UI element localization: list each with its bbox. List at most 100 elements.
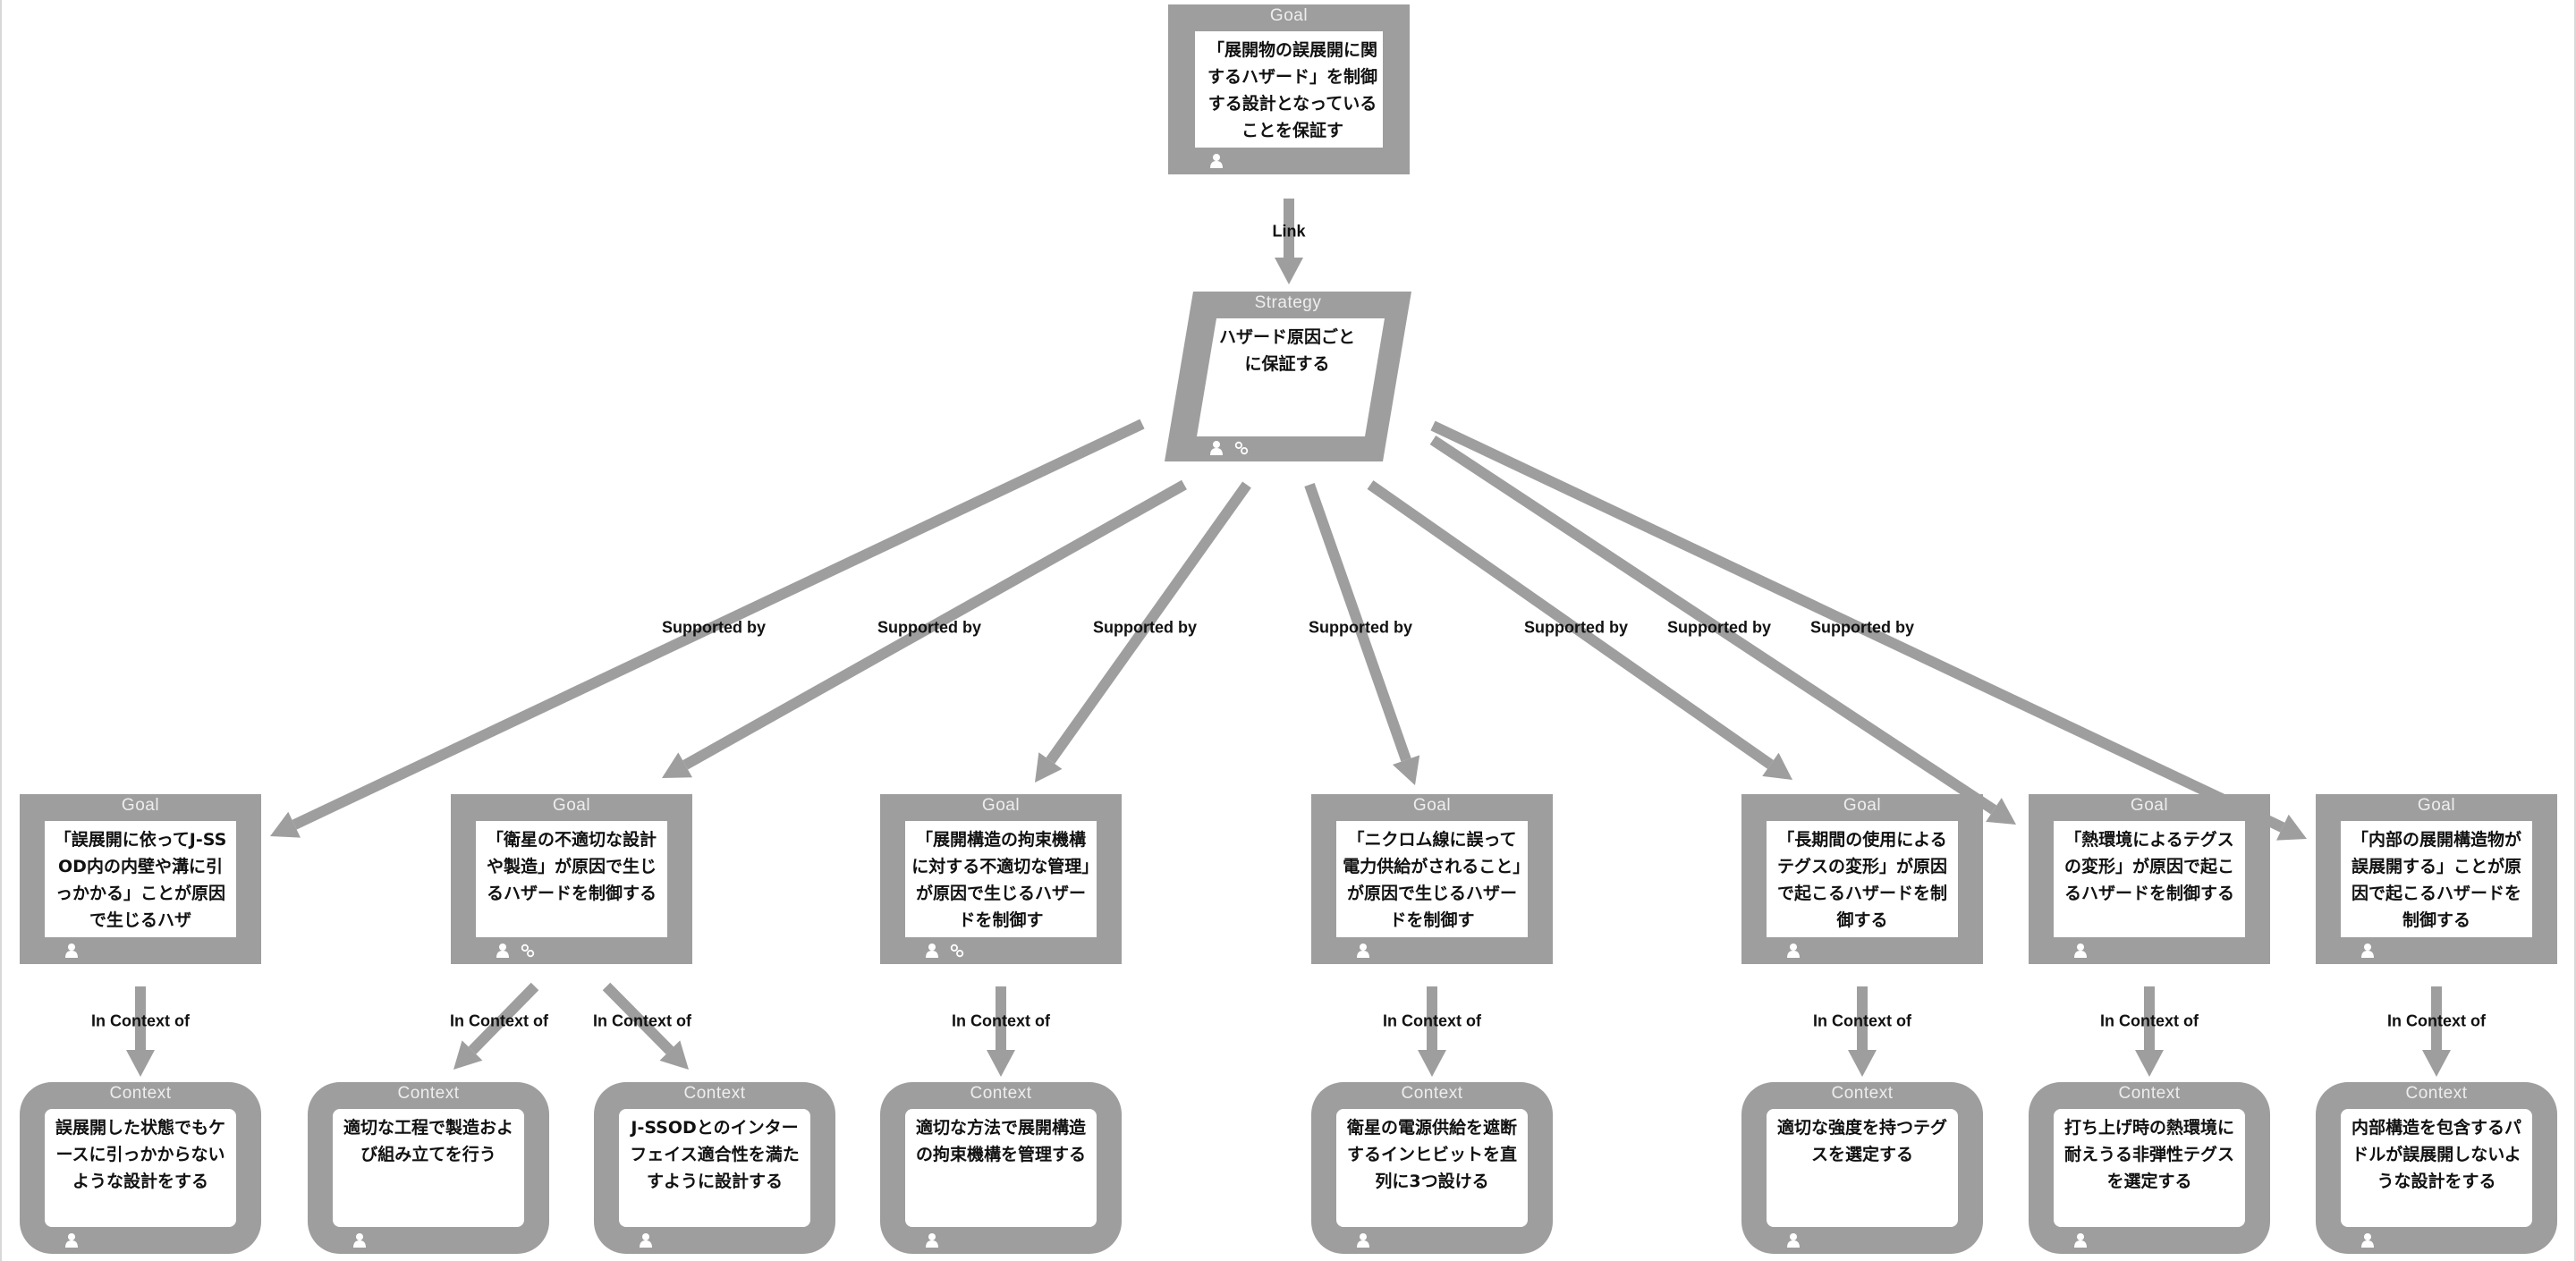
context-node[interactable]: Context 適切な工程で製造および組み立てを行う <box>308 1082 549 1254</box>
node-icons <box>925 1232 939 1248</box>
in-context-of-edge <box>987 986 1015 1077</box>
node-text: J-SSODとのインターフェイス適合性を満たすように設計する <box>619 1109 810 1227</box>
link-icon <box>1234 441 1249 455</box>
node-type-label: Goal <box>2130 796 2169 815</box>
node-type-label: Goal <box>552 796 591 815</box>
in-context-of-edge <box>2422 986 2451 1077</box>
goal-node[interactable]: Goal 「展開構造の拘束機構に対する不適切な管理」が原因で生じるハザードを制御… <box>880 794 1122 964</box>
edge-line <box>1304 483 1411 762</box>
context-node[interactable]: Context J-SSODとのインターフェイス適合性を満たすように設計する <box>594 1082 835 1254</box>
supported-by-edge <box>1429 435 2016 825</box>
user-icon <box>65 944 78 958</box>
user-icon <box>926 1233 938 1248</box>
edge-line <box>468 982 539 1054</box>
supported-by-label: Supported by <box>1810 618 1914 637</box>
node-type-label: Goal <box>981 796 1021 815</box>
supported-by-edge <box>270 419 1145 838</box>
in-context-of-edge <box>1848 986 1877 1077</box>
node-text: 「熱環境によるテグスの変形」が原因で起こるハザードを制御する <box>2054 821 2245 937</box>
node-type-label: Goal <box>121 796 160 815</box>
node-icons <box>1356 1232 1370 1248</box>
goal-node[interactable]: Goal 「衛星の不適切な設計や製造」が原因で生じるハザードを制御する <box>451 794 692 964</box>
strategy-node[interactable]: Strategy ハザード原因ごとに保証する <box>1165 292 1411 461</box>
node-icons <box>1209 440 1249 456</box>
node-icons <box>639 1232 653 1248</box>
context-node[interactable]: Context 誤展開した状態でもケースに引っかからないような設計をする <box>20 1082 261 1254</box>
node-type-label: Strategy <box>1254 293 1322 312</box>
node-icons <box>2360 943 2375 959</box>
node-type-label: Goal <box>1843 796 1882 815</box>
in-context-of-label: In Context of <box>1383 1011 1481 1030</box>
user-icon <box>640 1233 652 1248</box>
arrowhead <box>2422 1050 2451 1077</box>
link-edge-label: Link <box>1272 222 1306 241</box>
parallelogram-shape <box>1165 292 1411 461</box>
supported-by-edge <box>662 479 1187 778</box>
node-text: 衛星の電源供給を遮断するインヒビットを直列に3つ設ける <box>1336 1109 1528 1227</box>
link-icon <box>521 944 535 958</box>
in-context-of-label: In Context of <box>593 1011 691 1030</box>
supported-by-edge <box>1304 483 1420 785</box>
top-goal-node[interactable]: Goal 「展開物の誤展開に関するハザード」を制御する設計となっていることを保証… <box>1168 4 1410 174</box>
in-context-of-edge <box>1418 986 1446 1077</box>
user-icon <box>1210 441 1223 455</box>
node-type-label: Context <box>1831 1084 1894 1103</box>
node-icons <box>1209 153 1224 169</box>
node-type-label: Context <box>2405 1084 2468 1103</box>
node-icons <box>496 943 535 959</box>
supported-by-edge <box>1367 480 1792 780</box>
goal-node[interactable]: Goal 「内部の展開構造物が誤展開する」ことが原因で起こるハザードを制御する <box>2316 794 2557 964</box>
context-node[interactable]: Context 適切な方法で展開構造の拘束機構を管理する <box>880 1082 1122 1254</box>
node-icons <box>1786 1232 1801 1248</box>
node-icons <box>925 943 964 959</box>
node-icons <box>2073 943 2088 959</box>
node-type-label: Context <box>683 1084 746 1103</box>
node-icons <box>64 943 79 959</box>
goal-node[interactable]: Goal 「誤展開に依ってJ-SSOD内の内壁や溝に引っかかる」ことが原因で生じ… <box>20 794 261 964</box>
in-context-of-label: In Context of <box>952 1011 1050 1030</box>
user-icon <box>1357 944 1369 958</box>
arrowhead <box>659 1040 689 1070</box>
edge-line <box>602 982 674 1054</box>
arrowhead <box>1848 1050 1877 1077</box>
arrowhead <box>2135 1050 2164 1077</box>
user-icon <box>1357 1233 1369 1248</box>
context-node[interactable]: Context 内部構造を包含するパドルが誤展開しないような設計をする <box>2316 1082 2557 1254</box>
context-node[interactable]: Context 適切な強度を持つテグスを選定する <box>1741 1082 1983 1254</box>
node-text: 「展開物の誤展開に関するハザード」を制御する設計となっていることを保証す <box>1195 31 1383 148</box>
link-edge <box>1275 199 1303 284</box>
node-text: 「内部の展開構造物が誤展開する」ことが原因で起こるハザードを制御する <box>2341 821 2532 937</box>
in-context-of-label: In Context of <box>2100 1011 2199 1030</box>
goal-node[interactable]: Goal 「ニクロム線に誤って電力供給がされること」が原因で生じるハザードを制御… <box>1311 794 1553 964</box>
context-node[interactable]: Context 衛星の電源供給を遮断するインヒビットを直列に3つ設ける <box>1311 1082 1553 1254</box>
node-text: 適切な方法で展開構造の拘束機構を管理する <box>905 1109 1097 1227</box>
node-text: 適切な工程で製造および組み立てを行う <box>333 1109 524 1227</box>
supported-by-label: Supported by <box>1093 618 1197 637</box>
arrowhead <box>987 1050 1015 1077</box>
user-icon <box>2074 944 2087 958</box>
user-icon <box>2361 944 2374 958</box>
arrowhead <box>2276 814 2307 841</box>
node-icons <box>352 1232 367 1248</box>
in-context-of-edge <box>126 986 155 1077</box>
supported-by-label: Supported by <box>1524 618 1628 637</box>
goal-node[interactable]: Goal 「長期間の使用によるテグスの変形」が原因で起こるハザードを制御する <box>1741 794 1983 964</box>
arrowhead <box>126 1050 155 1077</box>
in-context-of-label: In Context of <box>1813 1011 1911 1030</box>
user-icon <box>353 1233 366 1248</box>
node-text: 「展開構造の拘束機構に対する不適切な管理」が原因で生じるハザードを制御す <box>905 821 1097 937</box>
node-type-label: Context <box>1401 1084 1463 1103</box>
edge-line <box>292 419 1145 830</box>
in-context-of-label: In Context of <box>91 1011 190 1030</box>
context-node[interactable]: Context 打ち上げ時の熱環境に耐えうる非弾性テグスを選定する <box>2029 1082 2270 1254</box>
goal-node[interactable]: Goal 「熱環境によるテグスの変形」が原因で起こるハザードを制御する <box>2029 794 2270 964</box>
node-icons <box>1786 943 1801 959</box>
arrowhead <box>1275 258 1303 284</box>
node-type-label: Goal <box>1412 796 1452 815</box>
arrowhead <box>453 1040 483 1070</box>
node-icons <box>1356 943 1370 959</box>
supported-by-edge <box>1035 481 1251 783</box>
node-type-label: Context <box>2118 1084 2181 1103</box>
arrowhead <box>270 811 301 838</box>
